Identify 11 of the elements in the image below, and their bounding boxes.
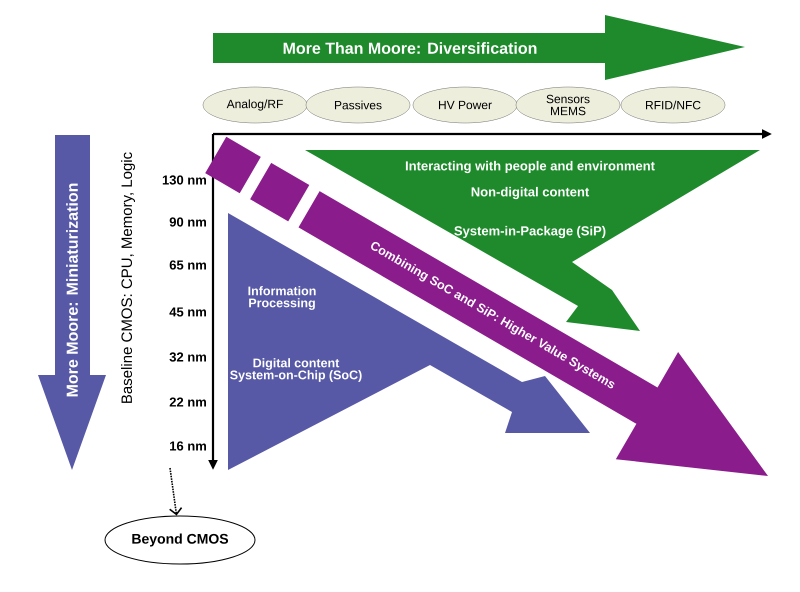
node-size-label: 65 nm [170,260,206,270]
arrow-banner: More Moore: Miniaturization [38,135,106,470]
axis-label: Baseline CMOS: CPU, Memory, Logic [121,152,135,403]
node-size-label: 45 nm [169,307,206,317]
node-size-label: 90 nm [170,217,206,227]
arrow-banner: More Than Moore: Diversification [213,15,745,80]
node-size-label: 130 nm [162,175,206,185]
node-size-label: 22 nm [170,397,206,407]
node-size-label: 16 nm [170,441,206,451]
node-size-label: 32 nm [170,352,206,362]
arrow [169,468,182,516]
